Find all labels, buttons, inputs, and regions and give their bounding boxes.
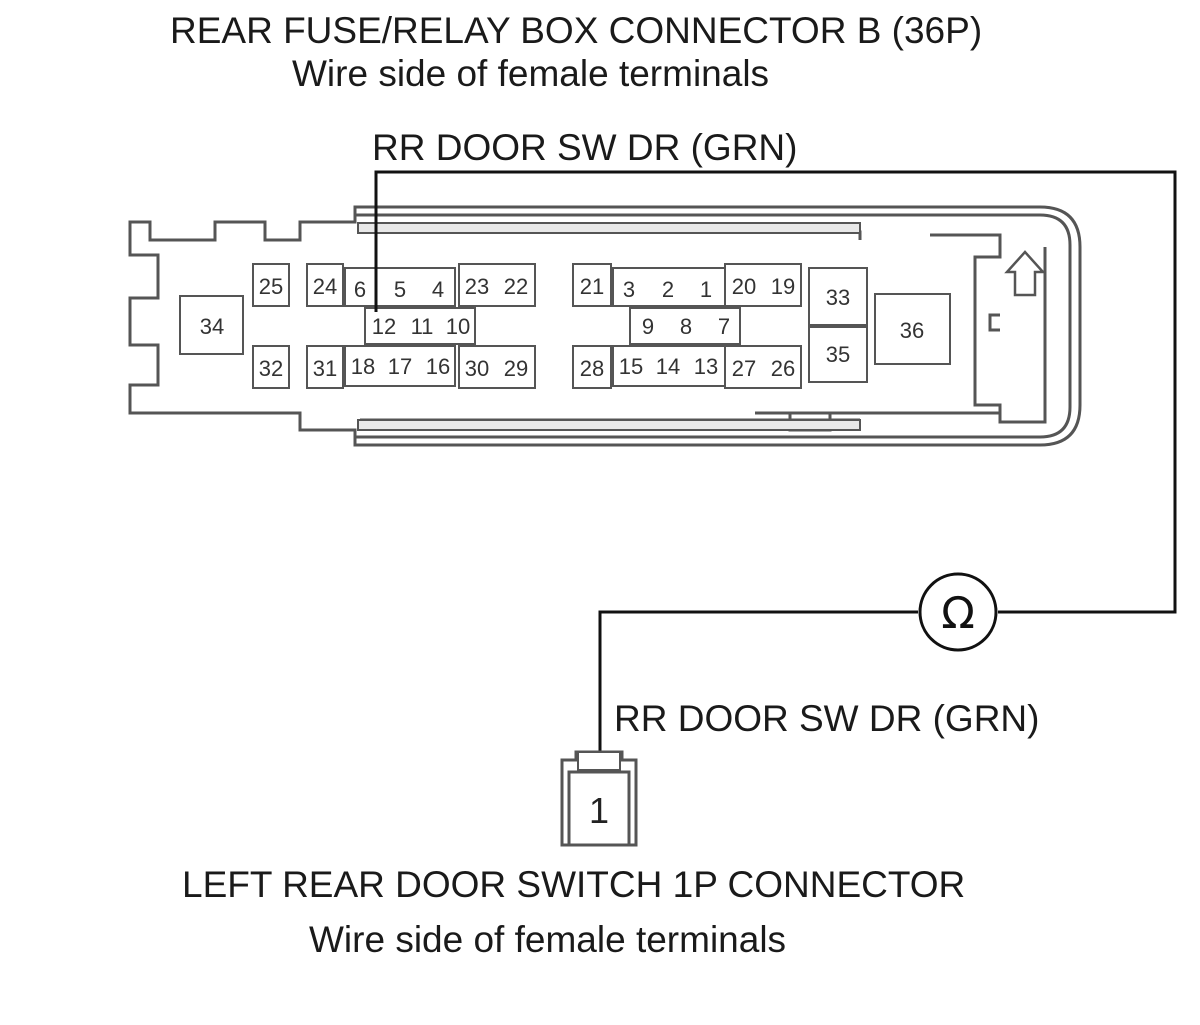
terminal-30: 30 [465,356,489,381]
terminal-7: 7 [718,314,730,339]
terminal-32: 32 [259,356,283,381]
connector-b-housing [128,205,1082,447]
terminal-5: 5 [394,277,406,302]
ohmmeter-icon: Ω [918,572,998,652]
lock-arrow-icon [1004,250,1046,297]
terminal-13: 13 [694,354,718,379]
terminal-16: 16 [426,354,450,379]
terminal-31: 31 [313,356,337,381]
connector-b-terminal-cells [179,263,951,389]
ohm-symbol: Ω [941,588,975,639]
terminal-34: 34 [200,314,224,339]
door-switch-subtitle: Wire side of female terminals [309,919,786,960]
terminal-2: 2 [662,277,674,302]
terminal-10: 10 [446,314,470,339]
terminal-25: 25 [259,274,283,299]
terminal-6: 6 [354,277,366,302]
probe-wire [374,170,1177,752]
terminal-1: 1 [700,277,712,302]
terminal-18: 18 [351,354,375,379]
terminal-33: 33 [826,285,850,310]
terminal-21: 21 [580,274,604,299]
terminal-15: 15 [619,354,643,379]
terminal-8: 8 [680,314,692,339]
terminal-19: 19 [771,274,795,299]
terminal-17: 17 [388,354,412,379]
terminal-11: 11 [411,314,434,339]
door-switch-title: LEFT REAR DOOR SWITCH 1P CONNECTOR [182,864,965,905]
terminal-24: 24 [313,274,337,299]
door-switch-terminal-1: 1 [589,790,609,831]
terminal-9: 9 [642,314,654,339]
terminal-12: 12 [372,314,396,339]
terminal-14: 14 [656,354,680,379]
terminal-23: 23 [465,274,489,299]
terminal-22: 22 [504,274,528,299]
terminal-29: 29 [504,356,528,381]
terminal-20: 20 [732,274,756,299]
connector-b-wire-label: RR DOOR SW DR (GRN) [372,127,797,168]
terminal-4: 4 [432,277,444,302]
terminal-35: 35 [826,342,850,367]
door-switch-wire-label: RR DOOR SW DR (GRN) [614,698,1039,739]
terminal-28: 28 [580,356,604,381]
terminal-3: 3 [623,277,635,302]
terminal-27: 27 [732,356,756,381]
connector-b-title: REAR FUSE/RELAY BOX CONNECTOR B (36P) [170,10,982,51]
terminal-36: 36 [900,318,924,343]
connector-b-terminals: 25 24 6 5 4 23 22 21 3 2 1 20 19 33 12 1… [200,274,924,381]
door-switch-connector: 1 [560,750,638,847]
connector-b-subtitle: Wire side of female terminals [292,53,769,94]
terminal-26: 26 [771,356,795,381]
